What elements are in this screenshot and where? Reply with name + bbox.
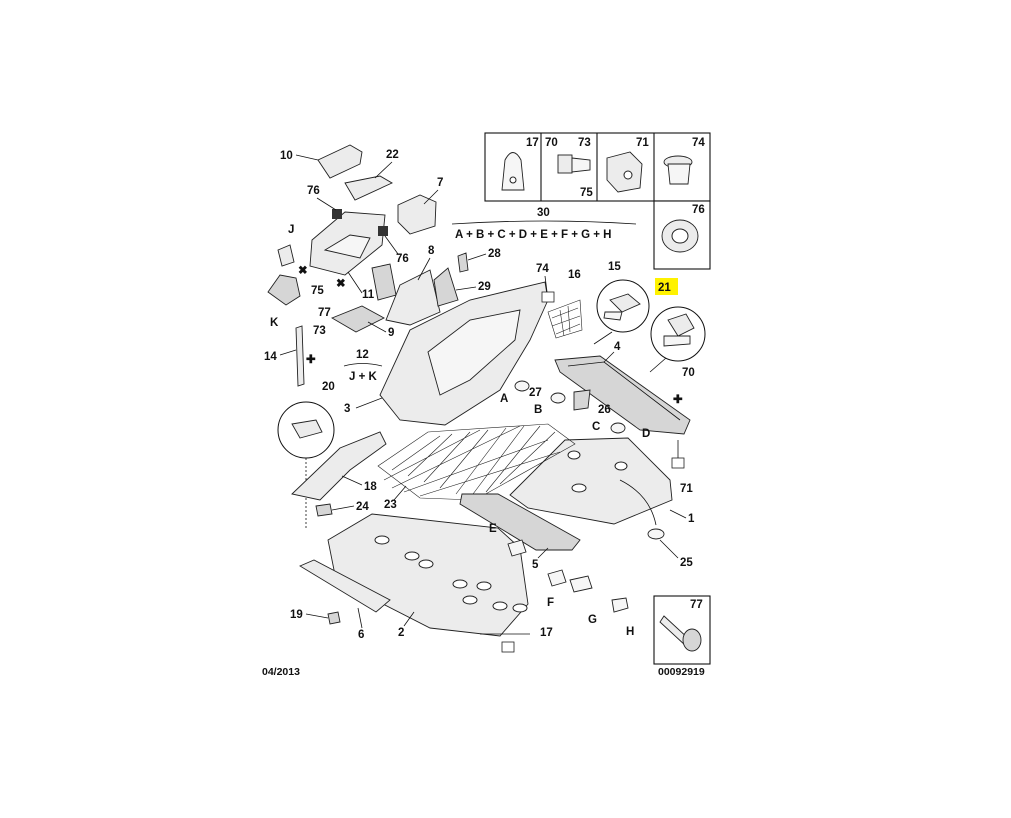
clip-71 (606, 151, 643, 193)
callout-22[interactable]: 22 (386, 149, 399, 161)
date-code: 04/2013 (262, 666, 300, 678)
svg-text:✚: ✚ (673, 394, 683, 406)
part-J-plug (277, 244, 295, 267)
callout-J[interactable]: J (288, 224, 294, 236)
box-label-74[interactable]: 74 (692, 137, 705, 149)
part-8-panel (371, 263, 441, 326)
box-label-73[interactable]: 73 (578, 137, 591, 149)
callout-9[interactable]: 9 (388, 327, 394, 339)
callout-73[interactable]: 73 (313, 325, 326, 337)
inset-box-76: 76 (653, 200, 711, 270)
box-label-75[interactable]: 75 (580, 187, 593, 199)
callout-4[interactable]: 4 (614, 341, 621, 353)
callout-D[interactable]: D (642, 428, 650, 440)
callout-18[interactable]: 18 (364, 481, 377, 493)
part-23-cargo-net (377, 423, 576, 501)
callout-E[interactable]: E (489, 523, 497, 535)
part-22-flap (344, 175, 393, 201)
part-7-bracket (397, 194, 437, 235)
detail-circle-21 (650, 306, 706, 362)
part-28-tab (457, 252, 469, 273)
inset-group-top: 17 70 73 75 71 74 (484, 132, 711, 202)
callout-H[interactable]: H (626, 626, 634, 638)
callout-77[interactable]: 77 (318, 307, 331, 319)
callout-30[interactable]: 30 (537, 207, 550, 219)
box-label-17[interactable]: 17 (526, 137, 539, 149)
part-14-strip (295, 325, 305, 387)
inset-frame-77 (653, 595, 711, 665)
svg-text:✖: ✖ (336, 278, 346, 290)
callout-75[interactable]: 75 (311, 285, 324, 297)
part-10-cover (317, 144, 363, 179)
callout-70[interactable]: 70 (682, 367, 695, 379)
part-18-trim (291, 431, 387, 501)
callout-20[interactable]: 20 (322, 381, 335, 393)
kit-30-formula: A + B + C + D + E + F + G + H (455, 229, 611, 241)
callout-27[interactable]: 27 (529, 387, 542, 399)
box-label-70[interactable]: 70 (545, 137, 558, 149)
part-1-floor (509, 437, 673, 525)
part-2-floor-panel (327, 513, 529, 637)
callout-21[interactable]: 21 (658, 282, 671, 294)
callout-76b[interactable]: 76 (396, 253, 409, 265)
part-16-net-pocket (547, 299, 583, 339)
callout-15[interactable]: 15 (608, 261, 621, 273)
push-clip-74 (663, 155, 693, 185)
screw-70 (557, 154, 591, 174)
callout-24[interactable]: 24 (356, 501, 369, 513)
callout-17[interactable]: 17 (540, 627, 553, 639)
box-label-76[interactable]: 76 (692, 204, 705, 216)
inset-box-77: 77 (653, 595, 711, 665)
callout-5[interactable]: 5 (532, 559, 539, 571)
callout-16[interactable]: 16 (568, 269, 581, 281)
box-label-77[interactable]: 77 (690, 599, 703, 611)
callout-11[interactable]: 11 (362, 289, 375, 301)
callout-6[interactable]: 6 (358, 629, 364, 641)
kit-12-formula: J + K (349, 371, 378, 383)
callout-12[interactable]: 12 (356, 349, 369, 361)
callout-7[interactable]: 7 (437, 177, 443, 189)
callout-71[interactable]: 71 (680, 483, 693, 495)
part-29-wedge (433, 267, 459, 307)
part-3-side-trim (379, 281, 549, 426)
callout-26[interactable]: 26 (598, 404, 611, 416)
callout-19[interactable]: 19 (290, 609, 303, 621)
callout-29[interactable]: 29 (478, 281, 491, 293)
callout-14[interactable]: 14 (264, 351, 277, 363)
part-6-rail (299, 559, 391, 613)
callout-B[interactable]: B (534, 404, 542, 416)
callout-F[interactable]: F (547, 597, 554, 609)
callout-C[interactable]: C (592, 421, 600, 433)
svg-text:✖: ✖ (298, 265, 308, 277)
callout-76a[interactable]: 76 (307, 185, 320, 197)
part-K-lamp (267, 274, 301, 306)
callout-K[interactable]: K (270, 317, 279, 329)
box-label-71[interactable]: 71 (636, 137, 649, 149)
callout-21-highlight (655, 278, 678, 295)
callout-23[interactable]: 23 (384, 499, 397, 511)
ring-bracket-17 (501, 152, 525, 191)
detail-circle-15 (596, 279, 650, 333)
part-5-hinge (459, 493, 581, 551)
callout-28[interactable]: 28 (488, 248, 501, 260)
callout-G[interactable]: G (588, 614, 597, 626)
part-9-mat (330, 305, 385, 333)
callout-8[interactable]: 8 (428, 245, 435, 257)
callout-2[interactable]: 2 (398, 627, 404, 639)
callout-25[interactable]: 25 (680, 557, 693, 569)
callout-3[interactable]: 3 (344, 403, 350, 415)
detail-circle-20 (277, 401, 335, 459)
reference-number: 00092919 (658, 666, 705, 678)
part-24-clip (315, 503, 333, 517)
part-11-housing (309, 209, 388, 276)
svg-text:✚: ✚ (306, 354, 316, 366)
callout-10[interactable]: 10 (280, 150, 293, 162)
callout-A[interactable]: A (500, 393, 508, 405)
callout-74[interactable]: 74 (536, 263, 549, 275)
callout-1[interactable]: 1 (688, 513, 695, 525)
